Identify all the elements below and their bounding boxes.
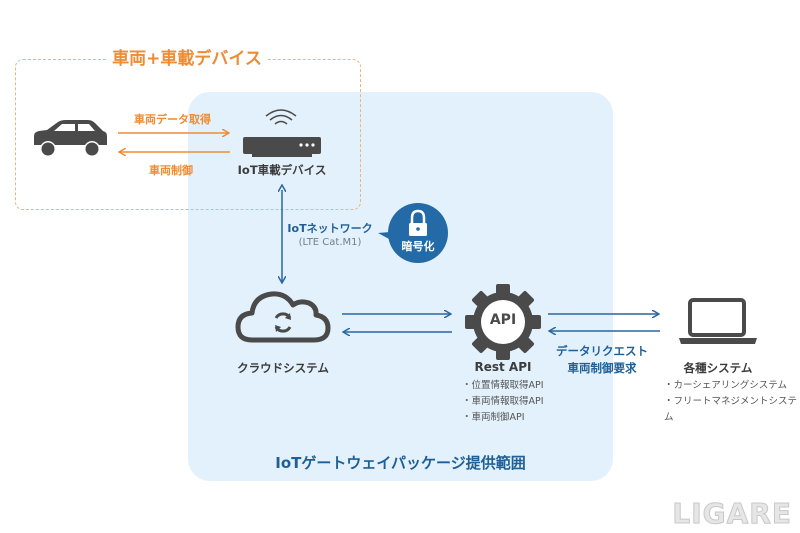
laptop-icon	[679, 298, 757, 344]
rest-api-item: ・車両制御API	[462, 412, 525, 423]
car-icon	[34, 120, 107, 157]
network-label: IoTネットワーク	[287, 222, 373, 235]
network-sub-label: (LTE Cat.M1)	[298, 237, 362, 248]
encryption-badge	[388, 203, 448, 263]
rest-api-list: ・位置情報取得API ・車両情報取得API ・車両制御API	[462, 378, 544, 426]
arrow-vehicle-control-label: 車両制御	[149, 164, 193, 177]
api-gear-icon	[465, 284, 541, 360]
cloud-sync-icon	[235, 291, 331, 343]
arrow-vehicle-data-label: 車両データ取得	[134, 113, 211, 126]
external-systems-list: ・カーシェアリングシステム ・フリートマネジメントシステム	[664, 378, 800, 426]
external-arrow-label-2: 車両制御要求	[567, 361, 637, 375]
gateway-scope-title: IoTゲートウェイパッケージ提供範囲	[275, 454, 526, 472]
badge-pointer	[378, 232, 391, 240]
api-gear-text: API	[489, 312, 517, 328]
external-system-item: ・カーシェアリングシステム	[664, 380, 788, 391]
iot-device-icon	[243, 137, 321, 157]
wifi-icon	[265, 109, 297, 125]
rest-api-item: ・位置情報取得API	[462, 380, 544, 391]
encryption-label: 暗号化	[401, 240, 435, 253]
external-arrow-label-1: データリクエスト	[556, 344, 648, 358]
vehicle-group-title-text: 車両+車載デバイス	[106, 49, 268, 69]
vehicle-group-title: 車両+車載デバイス	[104, 48, 270, 70]
external-systems-label: 各種システム	[683, 361, 753, 375]
rest-api-label: Rest API	[474, 360, 532, 374]
rest-api-item: ・車両情報取得API	[462, 396, 544, 407]
external-system-item: ・フリートマネジメントシステム	[664, 396, 798, 423]
iot-device-label: IoT車載デバイス	[237, 163, 327, 177]
cloud-label: クラウドシステム	[237, 361, 329, 375]
watermark-logo: LIGARE	[672, 497, 792, 531]
